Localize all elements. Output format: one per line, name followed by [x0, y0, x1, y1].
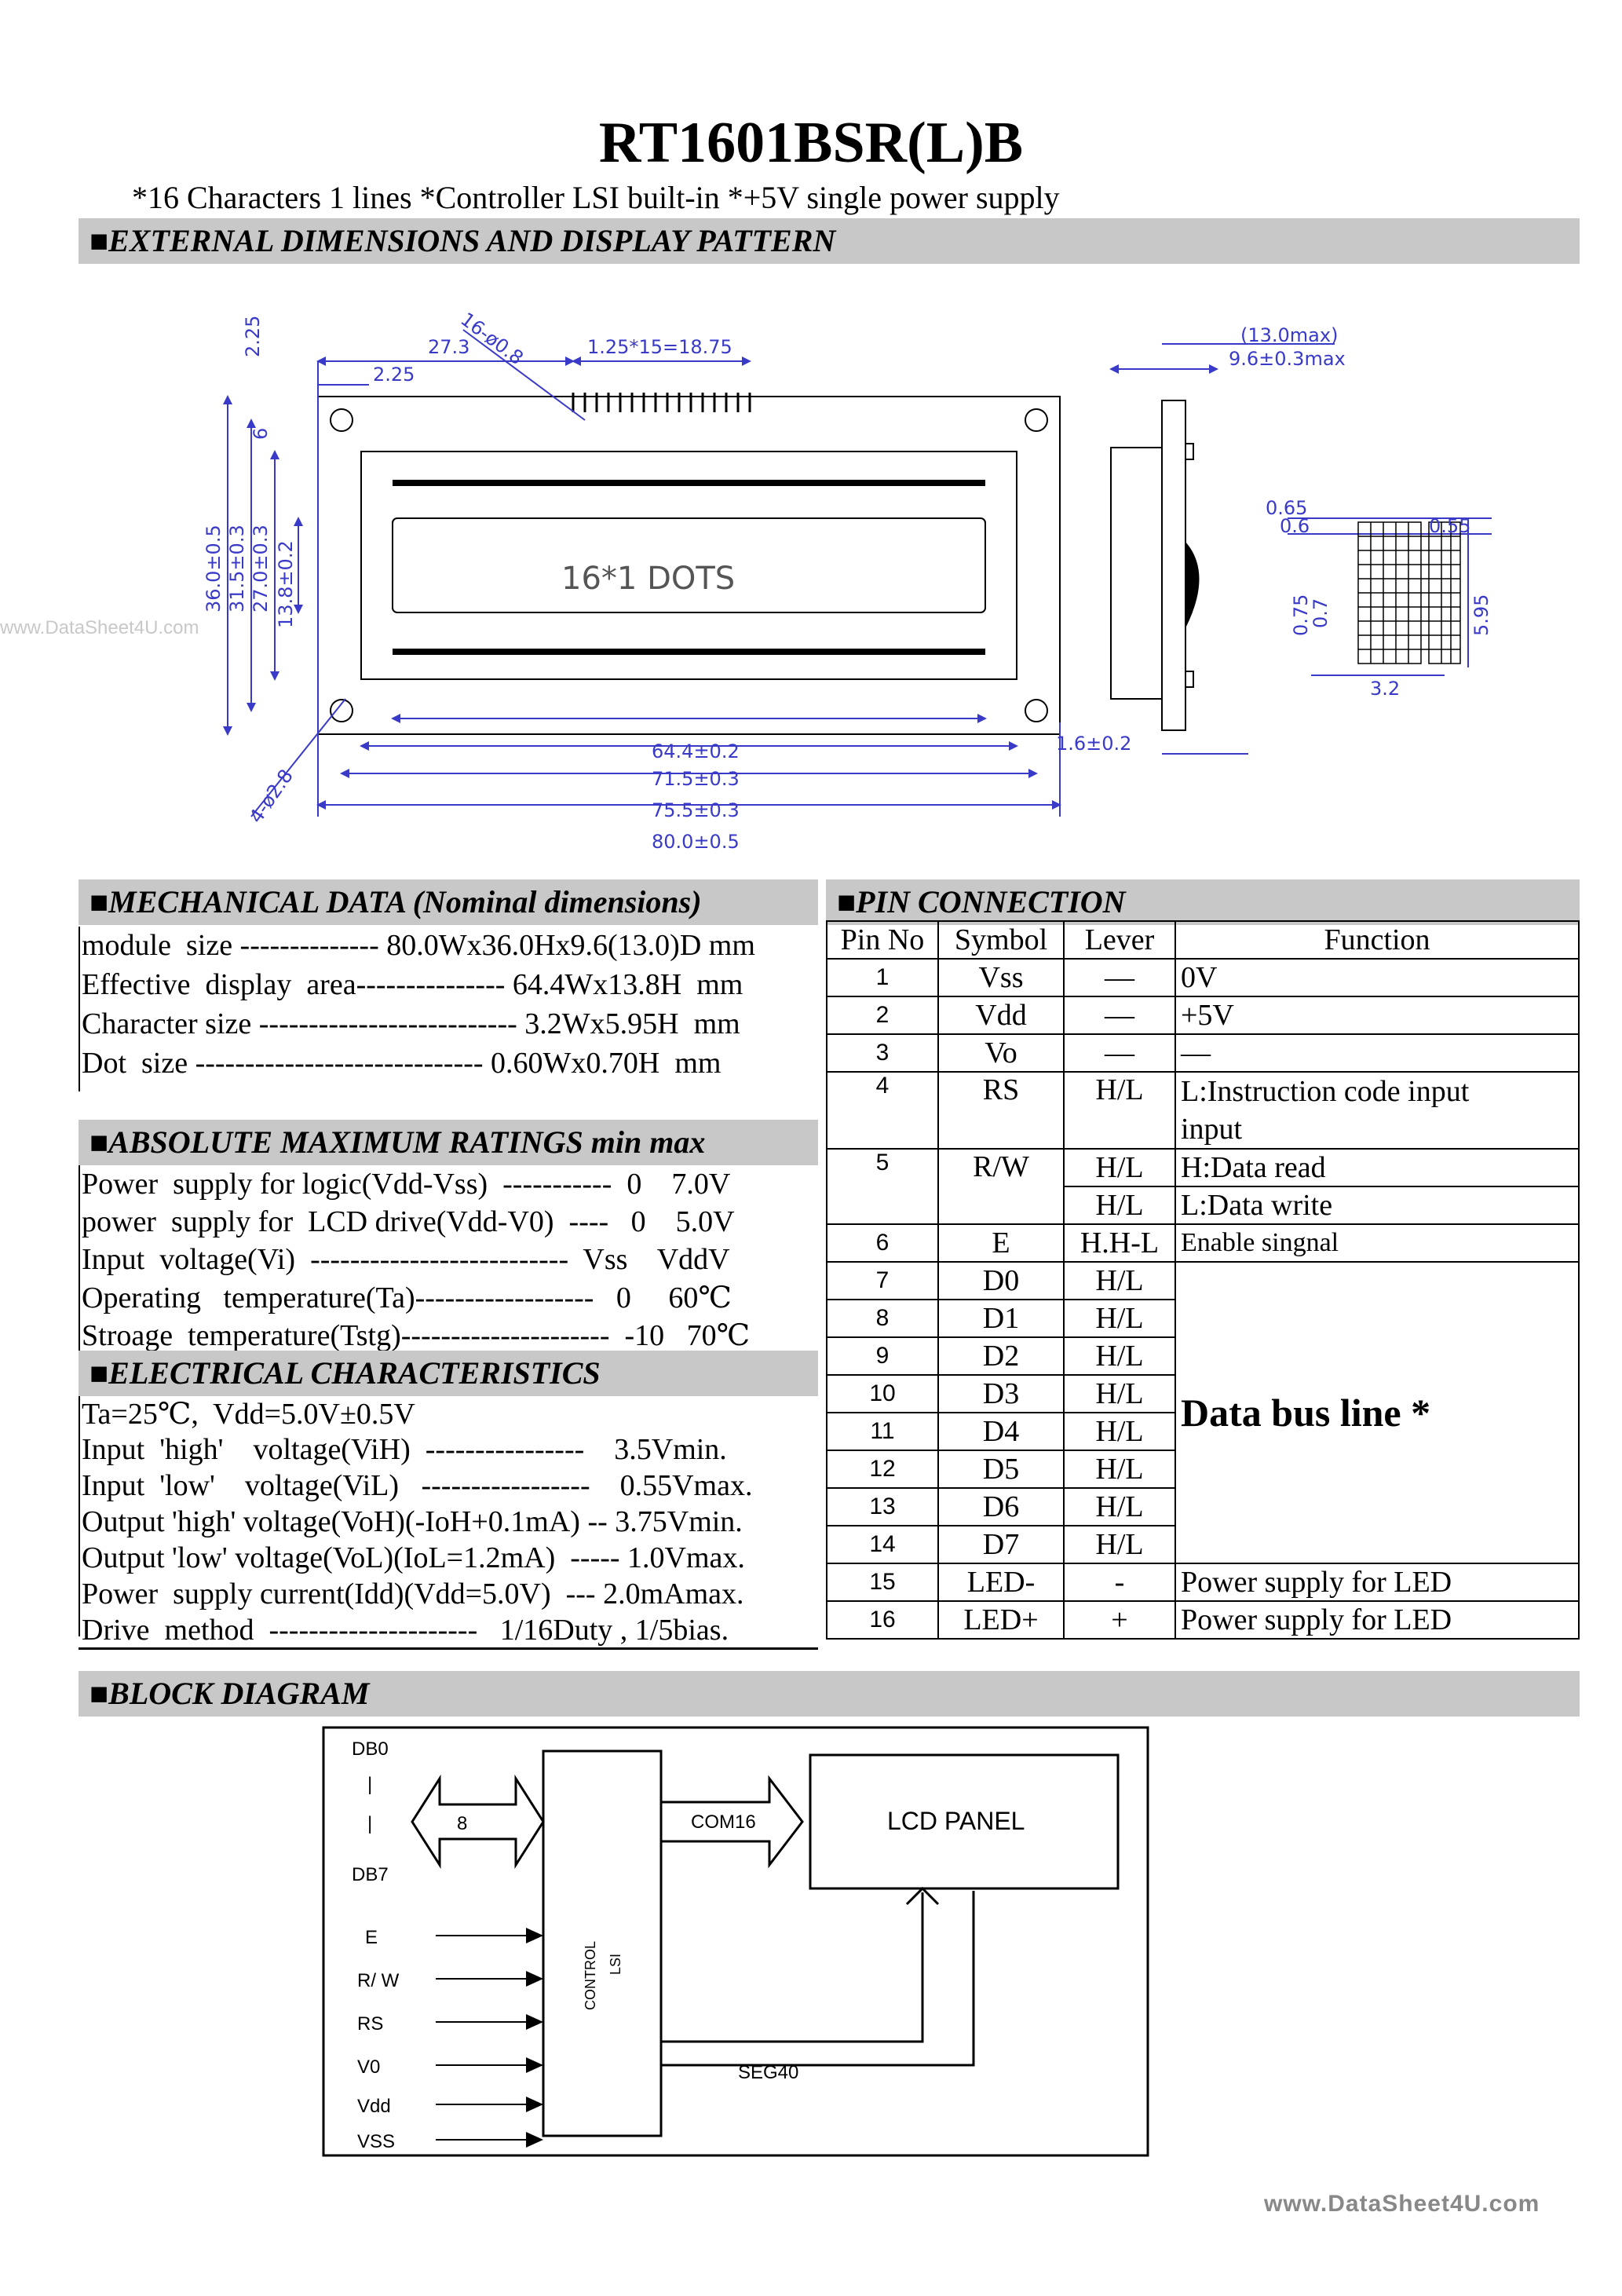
mech-line-2: Effective display area--------------- 64… [82, 968, 743, 1001]
label-db0: DB0 [352, 1738, 389, 1760]
dim-left-1: 36.0±0.5 [203, 525, 225, 612]
label-lcd-panel: LCD PANEL [887, 1807, 1025, 1835]
label-control: CONTROL [583, 1941, 598, 2010]
mech-line-3: Character size -------------------------… [82, 1007, 740, 1040]
ratings-rule [79, 1165, 80, 1636]
dim-left-2: 31.5±0.3 [226, 525, 248, 612]
abs-line-5: Stroage temperature(Tstg)---------------… [82, 1319, 751, 1352]
abs-line-4: Operating temperature(Ta)---------------… [82, 1281, 732, 1314]
label-lsi: LSI [608, 1954, 623, 1975]
tick-1: | [367, 1774, 372, 1795]
dim-bottom-4: 80.0±0.5 [652, 831, 740, 853]
dim-top-3: 1.25*15=18.75 [587, 336, 732, 358]
label-com: COM16 [691, 1812, 756, 1833]
dim-side-3: 1.6±0.2 [1056, 733, 1131, 755]
abs-line-2: power supply for LCD drive(Vdd-V0) ---- … [82, 1205, 735, 1238]
abs-line-1: Power supply for logic(Vdd-Vss) --------… [82, 1168, 731, 1201]
dim-char-3: 0.55 [1429, 515, 1470, 537]
table-row: 5 R/W H/L H:Data read [826, 1148, 1580, 1225]
col-lever: Lever [1063, 920, 1176, 960]
dim-left-4: 13.8±0.2 [275, 540, 297, 628]
label-seg: SEG40 [738, 2062, 798, 2083]
databus-label: Data bus line * [1174, 1261, 1580, 1564]
dim-top-5: 2.25 [373, 364, 415, 386]
watermark-bottom: www.DataSheet4U.com [1264, 2191, 1540, 2217]
dim-top-4: 2.25 [242, 316, 264, 357]
input-vdd: Vdd [357, 2096, 391, 2117]
section-external: ■EXTERNAL DIMENSIONS AND DISPLAY PATTERN [79, 218, 1580, 264]
elec-line-5: Output 'low' voltage(VoL)(IoL=1.2mA) ---… [82, 1541, 745, 1574]
section-pin: ■PIN CONNECTION [826, 879, 1580, 925]
dim-char-4: 0.75 [1290, 594, 1312, 636]
section-block: ■BLOCK DIAGRAM [79, 1671, 1580, 1717]
elec-line-4: Output 'high' voltage(VoH)(-IoH+0.1mA) -… [82, 1505, 743, 1538]
input-v0: V0 [357, 2057, 380, 2078]
dim-bottom-3: 75.5±0.3 [652, 799, 740, 821]
input-e: E [365, 1927, 378, 1948]
dim-left-3: 27.0±0.3 [250, 525, 272, 612]
dimension-drawing: 16*1 DOTS 27.3 16-ø0.8 1.25*15=18.75 2.2… [203, 308, 1492, 853]
abs-line-3: Input voltage(Vi) ----------------------… [82, 1243, 730, 1276]
label-db7: DB7 [352, 1864, 389, 1885]
input-rw: R/ W [357, 1970, 400, 1991]
elec-line-2: Input 'high' voltage(ViH) --------------… [82, 1433, 727, 1466]
label-bus-width: 8 [457, 1813, 467, 1834]
electrical-bottom-rule [79, 1647, 818, 1650]
dim-char-1: 0.65 [1266, 497, 1307, 519]
elec-line-6: Power supply current(Idd)(Vdd=5.0V) --- … [82, 1578, 744, 1610]
col-pin: Pin No [826, 920, 939, 960]
dim-top-1: 27.3 [428, 336, 469, 358]
watermark-left: www.DataSheet4U.com [0, 617, 199, 638]
dim-left-5: 6 [250, 428, 272, 440]
section-absolute: ■ABSOLUTE MAXIMUM RATINGS min max [79, 1120, 818, 1165]
display-pattern-text: 16*1 DOTS [561, 561, 735, 597]
section-mechanical: ■MECHANICAL DATA (Nominal dimensions) [79, 879, 818, 925]
mech-line-4: Dot size ----------------------------- 0… [82, 1047, 721, 1080]
page-title: RT1601BSR(L)B [598, 111, 1024, 175]
elec-line-3: Input 'low' voltage(ViL) ---------------… [82, 1469, 753, 1502]
input-vss: VSS [357, 2131, 395, 2152]
dim-bottom-2: 71.5±0.3 [652, 768, 740, 790]
dim-bottom-1: 64.4±0.2 [652, 740, 740, 762]
dim-side-2: 9.6±0.3max [1229, 348, 1346, 370]
col-function: Function [1174, 920, 1580, 960]
dim-side-1: (13.0max) [1240, 324, 1338, 346]
elec-line-7: Drive method --------------------- 1/16D… [82, 1614, 729, 1647]
tick-2: | [367, 1813, 372, 1834]
mechanical-rule [79, 927, 80, 1091]
pin-table-header: Pin No Symbol Lever Function [826, 920, 1580, 960]
page-subtitle: *16 Characters 1 lines *Controller LSI b… [132, 180, 1060, 215]
mech-line-1: module size -------------- 80.0Wx36.0Hx9… [82, 929, 755, 962]
col-symbol: Symbol [937, 920, 1065, 960]
input-rs: RS [357, 2013, 383, 2035]
dim-char-2: 0.6 [1280, 515, 1310, 537]
block-diagram: DB0 | | DB7 8 COM16 LCD PANEL SEG40 E R/… [322, 1726, 1149, 2157]
dim-char-6: 5.95 [1470, 594, 1492, 636]
elec-line-1: Ta=25℃, Vdd=5.0V±0.5V [82, 1398, 415, 1431]
dim-char-5: 0.7 [1310, 598, 1332, 628]
dim-char-7: 3.2 [1370, 678, 1400, 700]
section-electrical: ■ELECTRICAL CHARACTERISTICS [79, 1351, 818, 1396]
dim-hole: 4-ø2.8 [245, 765, 298, 827]
